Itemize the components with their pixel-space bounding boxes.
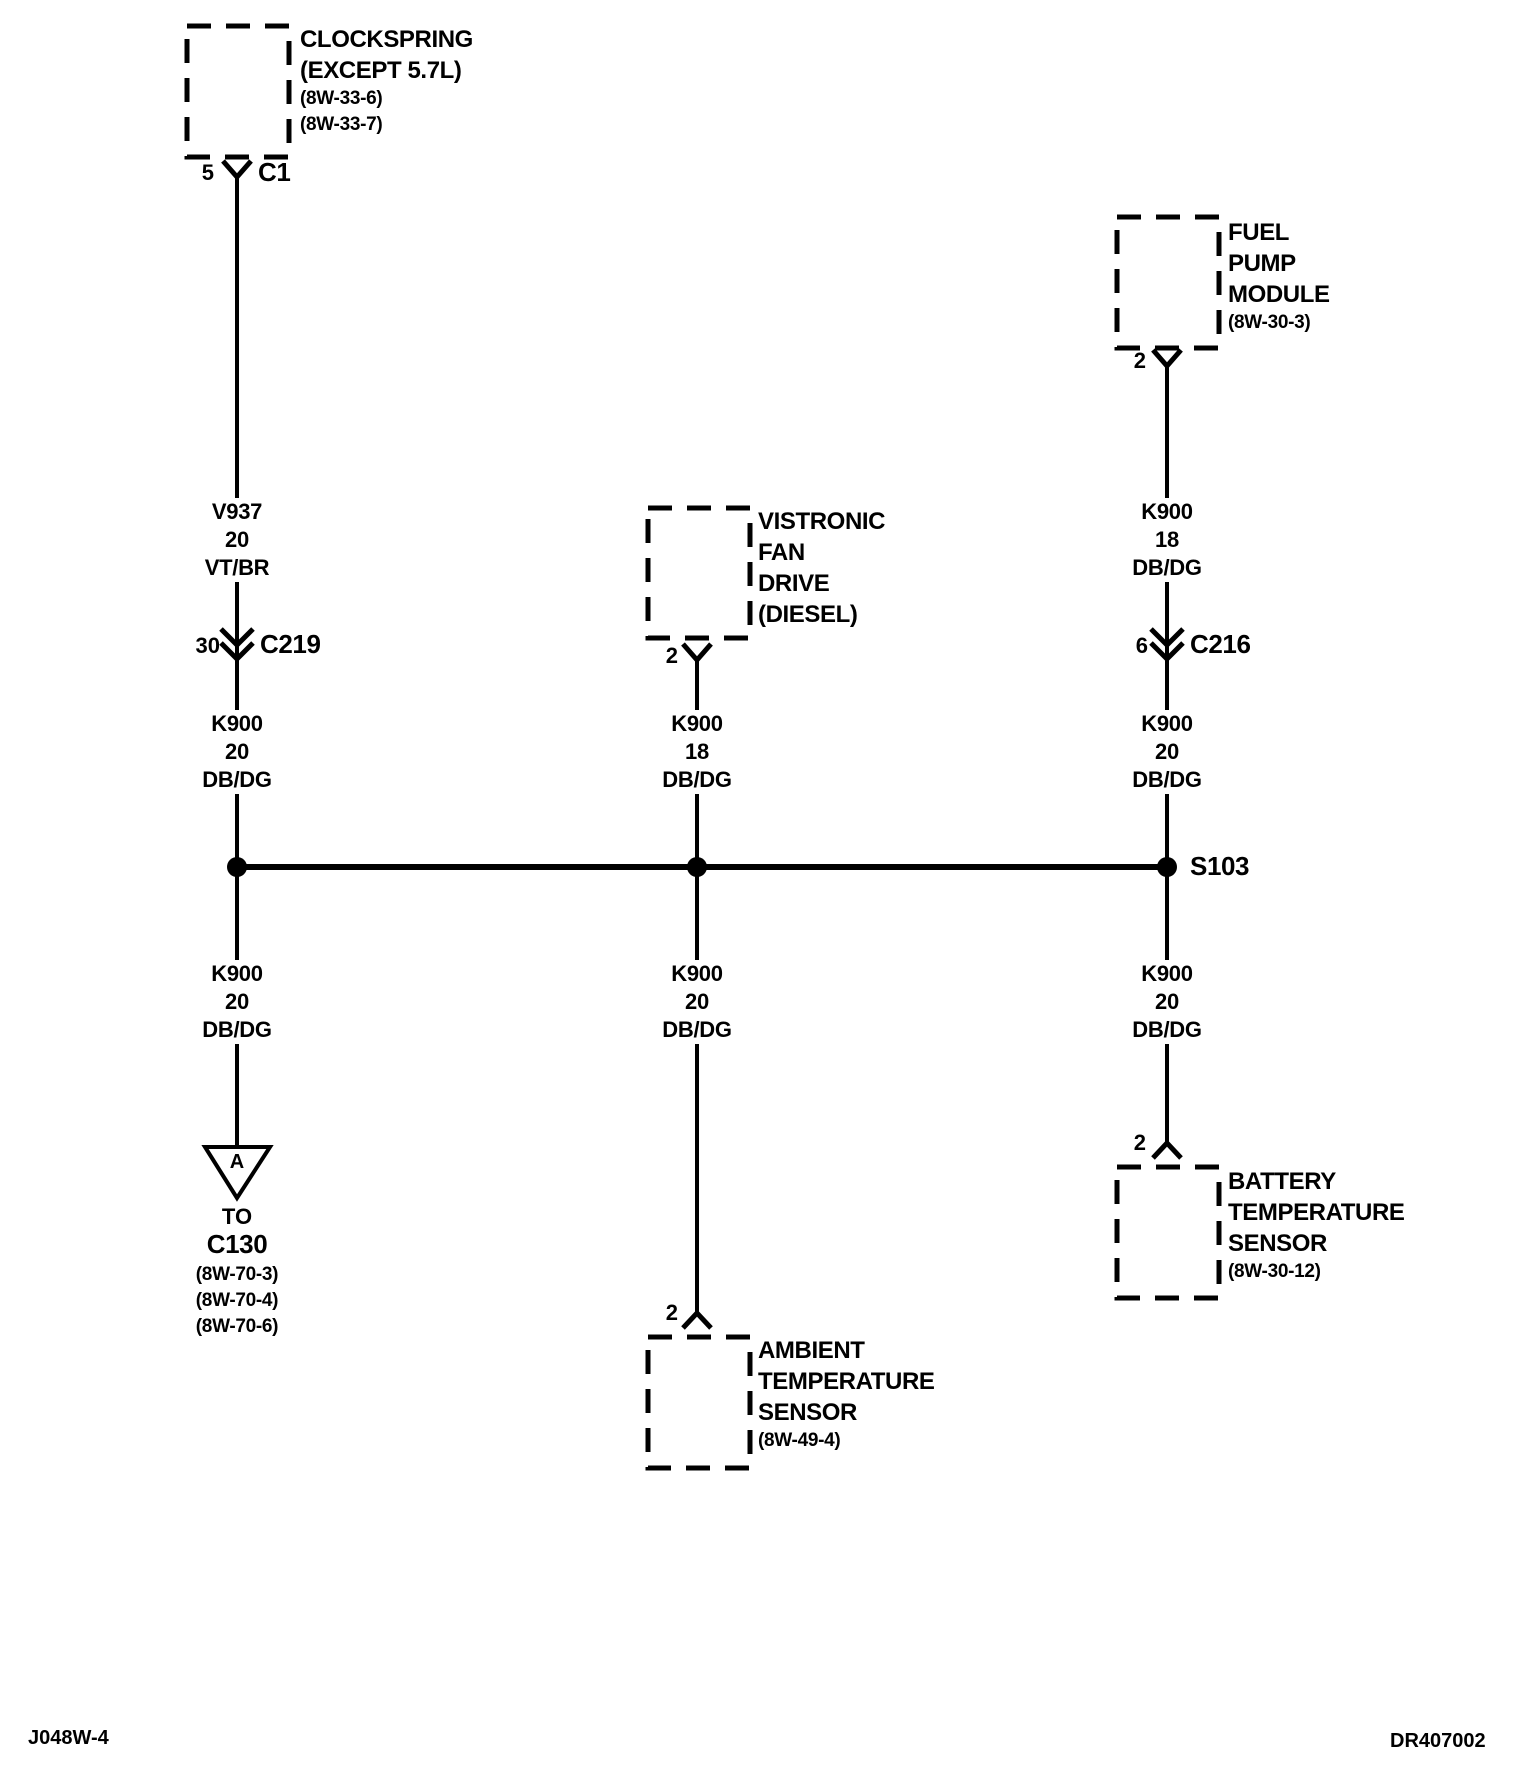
component-ref: (8W-49-4) — [758, 1430, 841, 1451]
battery-sensor-fork-icon — [1151, 1139, 1183, 1160]
component-name: TEMPERATURE — [1228, 1199, 1405, 1226]
c219-pin: 30 — [195, 633, 220, 658]
wire-gauge: 20 — [225, 527, 249, 552]
wire-circuit: K900 — [671, 711, 723, 736]
component-name: TEMPERATURE — [758, 1368, 935, 1395]
wire-color: DB/DG — [1132, 555, 1202, 580]
component-name: BATTERY — [1228, 1168, 1336, 1195]
wire-gauge: 20 — [1155, 739, 1179, 764]
c130-refs: (8W-70-3) (8W-70-4) (8W-70-6) — [195, 1262, 279, 1340]
component-ref: (8W-70-6) — [195, 1316, 279, 1337]
battery-temperature-sensor-label: BATTERY TEMPERATURE SENSOR (8W-30-12) — [1228, 1166, 1405, 1285]
takeout-a-letter: A — [229, 1151, 245, 1173]
c1-connector-name: C1 — [258, 157, 291, 187]
wire-gauge: 20 — [225, 739, 249, 764]
wire-label-fan-to-splice: K900 18 DB/DG — [652, 710, 742, 794]
wire-label-fuelpump-to-c216: K900 18 DB/DG — [1122, 498, 1212, 582]
battery-sensor-pin: 2 — [1133, 1130, 1146, 1155]
component-name: AMBIENT — [758, 1337, 865, 1364]
ambient-temperature-sensor-label: AMBIENT TEMPERATURE SENSOR (8W-49-4) — [758, 1335, 935, 1454]
component-ref: (8W-33-6) — [300, 88, 383, 109]
component-ref: (8W-30-3) — [1228, 312, 1311, 333]
fan-drive-pin: 2 — [665, 643, 678, 668]
wire-circuit: K900 — [1141, 499, 1193, 524]
component-name: (EXCEPT 5.7L) — [300, 57, 462, 84]
vistronic-fan-drive-label: VISTRONIC FAN DRIVE (DIESEL) — [758, 506, 885, 630]
wire-circuit: K900 — [671, 961, 723, 986]
component-ref: (8W-30-12) — [1228, 1261, 1321, 1282]
fuel-pump-pin: 2 — [1133, 348, 1146, 373]
wire-gauge: 18 — [1155, 527, 1179, 552]
footer-drawing-number: DR407002 — [1390, 1730, 1486, 1752]
fuel-pump-fork-icon — [1151, 348, 1183, 370]
component-name: SENSOR — [1228, 1230, 1327, 1257]
fuel-pump-module-box — [1114, 214, 1222, 351]
splice-dot-left — [227, 857, 247, 877]
wire-color: DB/DG — [662, 767, 732, 792]
component-ref: (8W-70-3) — [195, 1264, 279, 1285]
c1-fork-icon — [221, 159, 253, 181]
takeout-a-triangle-icon — [201, 1145, 274, 1202]
s103-splice-name: S103 — [1190, 851, 1250, 881]
component-ref: (8W-70-4) — [195, 1290, 279, 1311]
component-name: MODULE — [1228, 281, 1330, 308]
wire-circuit: K900 — [211, 711, 263, 736]
c219-connector-icon — [219, 627, 255, 663]
wire-circuit: K900 — [211, 961, 263, 986]
takeout-to-label: TO — [221, 1204, 253, 1229]
component-name: (DIESEL) — [758, 601, 858, 628]
c219-connector-name: C219 — [260, 629, 321, 659]
ambient-sensor-pin: 2 — [665, 1300, 678, 1325]
component-name: VISTRONIC — [758, 508, 886, 535]
wire-label-splice-to-c130: K900 20 DB/DG — [192, 960, 282, 1044]
wire-color: DB/DG — [1132, 767, 1202, 792]
footer-sheet-code: J048W-4 — [28, 1727, 109, 1749]
wire-color: DB/DG — [662, 1017, 732, 1042]
c216-connector-icon — [1149, 627, 1185, 663]
wire-color: DB/DG — [202, 1017, 272, 1042]
ambient-temperature-sensor-box — [645, 1334, 753, 1471]
c216-connector-name: C216 — [1190, 629, 1251, 659]
wire-label-clockspring-to-c219: V937 20 VT/BR — [194, 498, 280, 582]
fan-drive-fork-icon — [681, 642, 713, 664]
component-ref: (8W-33-7) — [300, 114, 383, 135]
wire-circuit: K900 — [1141, 711, 1193, 736]
component-name: FAN — [758, 539, 805, 566]
splice-dot-middle — [687, 857, 707, 877]
splice-dot-s103 — [1157, 857, 1177, 877]
wire-label-c219-to-splice: K900 20 DB/DG — [192, 710, 282, 794]
component-name: DRIVE — [758, 570, 830, 597]
wire-label-splice-to-battery: K900 20 DB/DG — [1122, 960, 1212, 1044]
wire-label-splice-to-ambient: K900 20 DB/DG — [652, 960, 742, 1044]
wire-gauge: 20 — [1155, 989, 1179, 1014]
wire-circuit: K900 — [1141, 961, 1193, 986]
c1-pin: 5 — [201, 160, 214, 185]
wire-gauge: 20 — [685, 989, 709, 1014]
component-name: PUMP — [1228, 250, 1296, 277]
fuel-pump-module-label: FUEL PUMP MODULE (8W-30-3) — [1228, 217, 1330, 336]
component-name: FUEL — [1228, 219, 1290, 246]
vistronic-fan-drive-box — [645, 505, 753, 641]
clockspring-box — [184, 23, 292, 160]
component-name: CLOCKSPRING — [300, 26, 473, 53]
battery-temperature-sensor-box — [1114, 1164, 1222, 1301]
wire-gauge: 18 — [685, 739, 709, 764]
clockspring-label: CLOCKSPRING (EXCEPT 5.7L) (8W-33-6) (8W-… — [300, 24, 473, 138]
wire-color: DB/DG — [1132, 1017, 1202, 1042]
wire-color: DB/DG — [202, 767, 272, 792]
wire-color: VT/BR — [204, 555, 270, 580]
c130-connector-name: C130 — [206, 1229, 268, 1259]
wire-gauge: 20 — [225, 989, 249, 1014]
component-name: SENSOR — [758, 1399, 857, 1426]
wire-circuit: V937 — [211, 499, 263, 524]
ambient-sensor-fork-icon — [681, 1309, 713, 1330]
wire-label-c216-to-splice: K900 20 DB/DG — [1122, 710, 1212, 794]
c216-pin: 6 — [1135, 633, 1148, 658]
